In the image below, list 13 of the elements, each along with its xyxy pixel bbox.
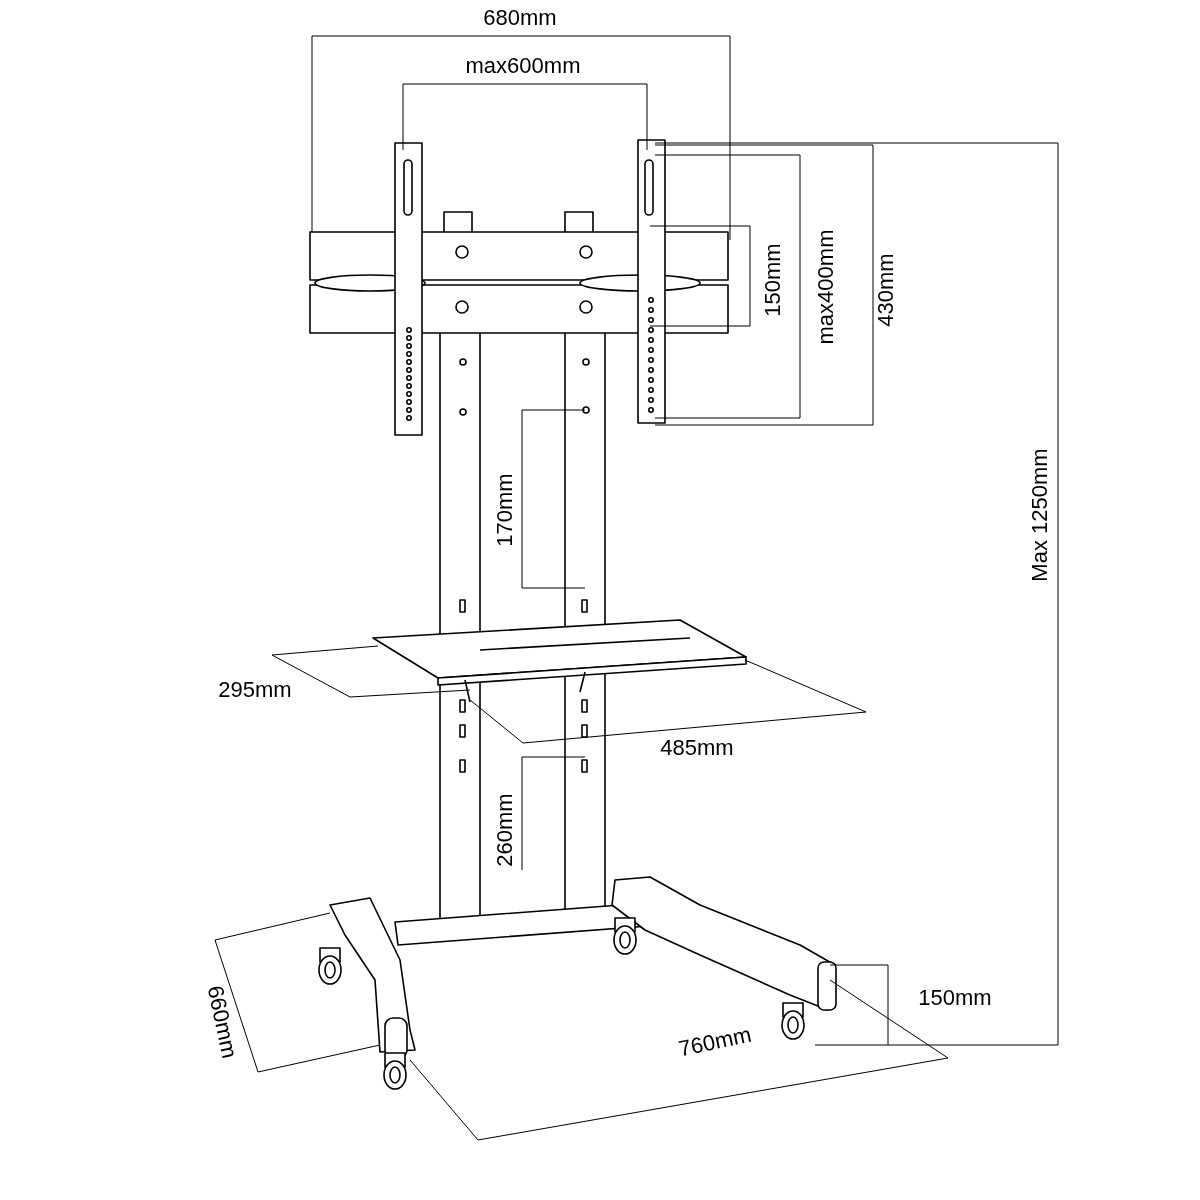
dimension-label: Max 1250mm bbox=[1029, 448, 1051, 582]
dimension-label: 680mm bbox=[483, 7, 557, 29]
dimension-label: 170mm bbox=[494, 473, 516, 547]
dimension-label: max600mm bbox=[465, 55, 581, 77]
dimension-label: 430mm bbox=[875, 253, 897, 327]
dimension-label: 150mm bbox=[762, 243, 784, 317]
dimension-label: 295mm bbox=[218, 679, 292, 701]
dimension-label: 660mm bbox=[203, 983, 241, 1061]
dimension-label: 485mm bbox=[660, 737, 734, 759]
dimension-label: max400mm bbox=[815, 229, 837, 345]
dimension-label: 260mm bbox=[494, 793, 516, 867]
dimension-label: 150mm bbox=[918, 987, 992, 1009]
dimension-label: 760mm bbox=[676, 1023, 754, 1061]
